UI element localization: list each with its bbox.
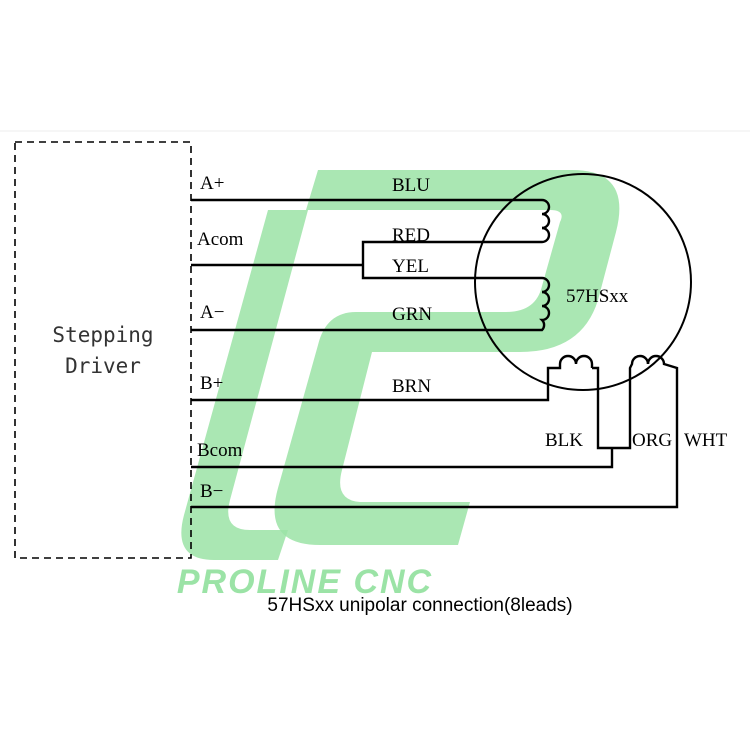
watermark-text: PROLINE CNC xyxy=(177,563,433,601)
wire-label-brn: BRN xyxy=(392,376,431,397)
wire-blu xyxy=(191,198,551,230)
terminal-a-minus: A− xyxy=(200,302,224,323)
terminal-b-minus: B− xyxy=(200,481,223,502)
wire-label-red: RED xyxy=(392,225,430,246)
wire-wht xyxy=(191,354,679,509)
motor-circle xyxy=(474,173,692,391)
driver-label-line1: Stepping xyxy=(52,323,153,347)
wire-label-grn: GRN xyxy=(392,304,432,325)
wire-grn xyxy=(191,290,551,332)
wire-label-yel: YEL xyxy=(392,256,429,277)
wire-blk-org xyxy=(592,354,650,450)
coil-a-wires xyxy=(191,198,551,332)
coil-b-wires xyxy=(191,354,679,509)
wire-label-wht: WHT xyxy=(684,430,728,451)
terminal-a-plus: A+ xyxy=(200,173,224,194)
driver-label-line2: Driver xyxy=(65,354,141,378)
wire-label-blk: BLK xyxy=(545,430,583,451)
wire-bcom xyxy=(191,448,614,469)
motor-label: 57HSxx xyxy=(566,286,629,307)
wire-brn xyxy=(191,354,594,402)
terminal-b-com: Bcom xyxy=(197,440,243,461)
terminal-a-com: Acom xyxy=(197,229,244,250)
diagram-caption: 57HSxx unipolar connection(8leads) xyxy=(267,595,572,616)
driver-box xyxy=(14,141,192,559)
terminal-b-plus: B+ xyxy=(200,373,223,394)
wire-red-yel xyxy=(361,226,551,294)
wire-label-blu: BLU xyxy=(392,175,430,196)
wire-label-org: ORG xyxy=(632,430,672,451)
